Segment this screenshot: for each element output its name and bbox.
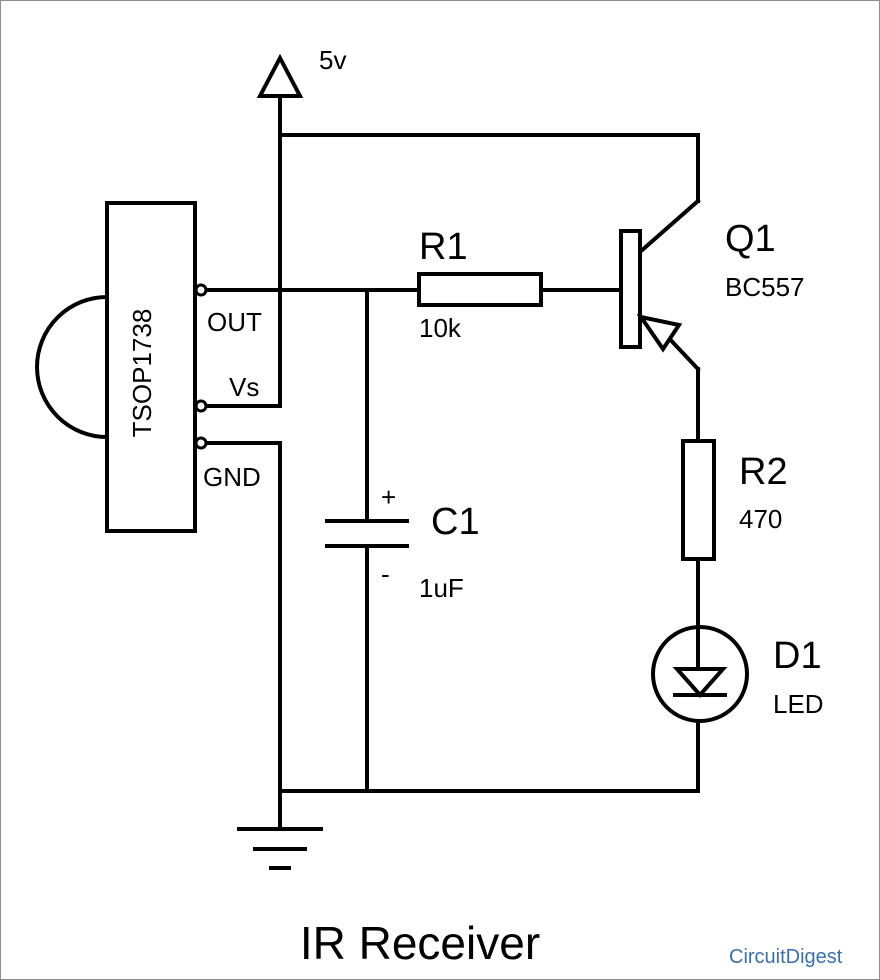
d1-name-label: D1: [773, 635, 822, 677]
pin-out-label: OUT: [207, 307, 262, 337]
sensor-part-label: TSOP1738: [127, 309, 157, 438]
d1-part-label: LED: [773, 689, 824, 719]
c1-name-label: C1: [431, 501, 480, 543]
c1-value-label: 1uF: [419, 573, 464, 603]
q1-name-label: Q1: [725, 218, 776, 260]
brand-suffix: Digest: [786, 946, 843, 968]
d1-led: [651, 625, 749, 723]
c1-plus-label: +: [381, 482, 396, 512]
c1-capacitor: [325, 519, 409, 548]
q1-part-label: BC557: [725, 272, 805, 302]
pin-vs-label: Vs: [229, 372, 259, 402]
ground-symbol: [237, 827, 323, 870]
tsop1738-sensor: [35, 201, 208, 533]
r1-name-label: R1: [419, 226, 468, 268]
r1-value-label: 10k: [419, 313, 462, 343]
diagram-caption: IR Receiver: [300, 917, 540, 969]
supply-label: 5v: [319, 45, 346, 75]
supply-arrow-symbol: [256, 53, 304, 98]
r2-value-label: 470: [739, 504, 782, 534]
q1-transistor: [619, 229, 683, 353]
r2-name-label: R2: [739, 451, 788, 493]
r1-resistor: [417, 272, 543, 307]
r2-resistor: [681, 439, 716, 561]
c1-minus-label: -: [381, 559, 390, 589]
wires: [199, 94, 701, 831]
pin-gnd-label: GND: [203, 462, 261, 492]
circuitdigest-logo: CircuitDigest: [729, 946, 843, 968]
svg-text:CircuitDigest: CircuitDigest: [729, 946, 843, 968]
brand-prefix: Circuit: [729, 946, 786, 968]
